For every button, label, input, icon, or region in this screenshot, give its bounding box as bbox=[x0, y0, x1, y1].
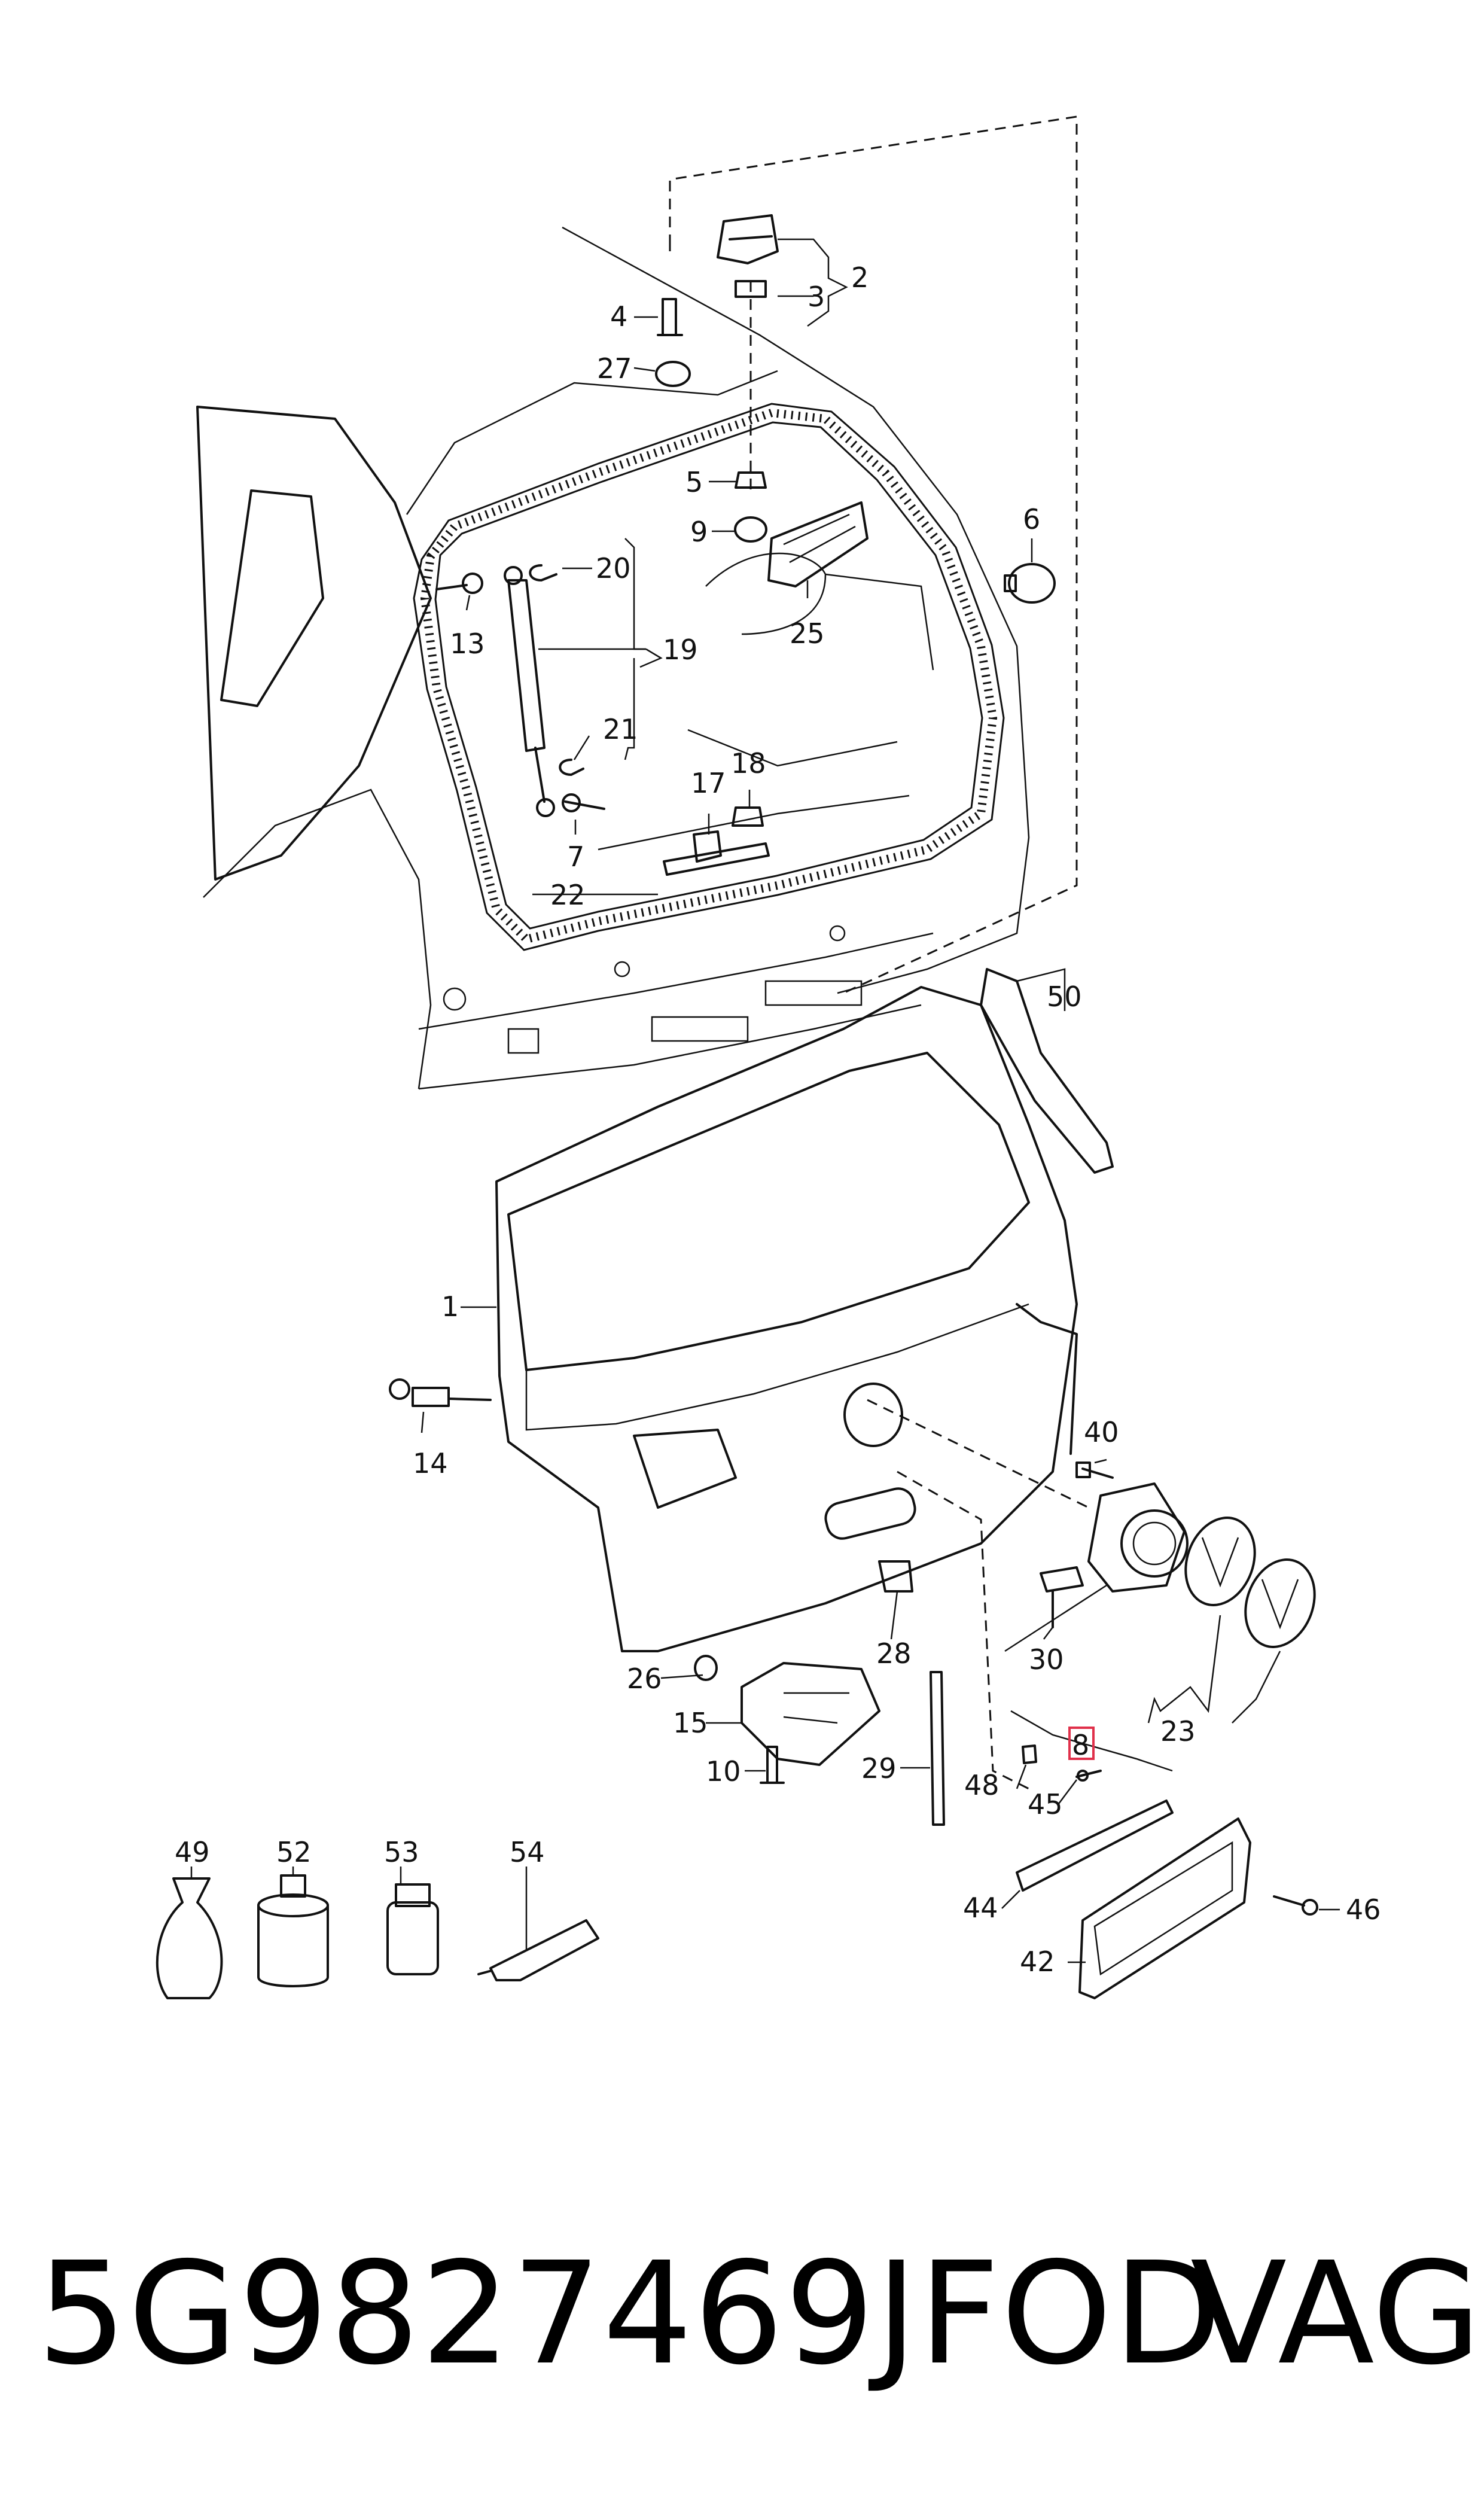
clip-48 bbox=[1022, 1744, 1037, 1764]
callout-44: 44 bbox=[963, 1892, 998, 1924]
callout-1: 1 bbox=[441, 1290, 459, 1323]
callout-21: 21 bbox=[603, 713, 638, 745]
callout-9: 9 bbox=[690, 516, 708, 548]
tailgate bbox=[495, 986, 1078, 1652]
callout-7: 7 bbox=[567, 841, 584, 873]
callout-27: 27 bbox=[597, 352, 632, 385]
buffer-6 bbox=[1004, 563, 1056, 604]
consumable-53 bbox=[386, 1883, 439, 1975]
exploded-parts-diagram: 1 2 3 4 5 6 7 8 9 10 13 14 15 17 18 19 2… bbox=[156, 115, 1381, 1999]
highlight-box bbox=[1068, 1727, 1095, 1760]
clip-20 bbox=[529, 564, 557, 581]
callout-23: 23 bbox=[1160, 1715, 1196, 1747]
callout-10: 10 bbox=[706, 1755, 741, 1788]
callout-2: 2 bbox=[851, 261, 869, 294]
callout-30: 30 bbox=[1029, 1643, 1064, 1676]
gas-strut bbox=[504, 566, 555, 817]
spoiler bbox=[980, 968, 1114, 1174]
callout-49: 49 bbox=[175, 1836, 210, 1868]
assembly-leader-lines bbox=[669, 115, 1089, 1790]
pin-45 bbox=[1075, 1770, 1102, 1782]
callout-25: 25 bbox=[790, 617, 825, 650]
licence-plate-base-42 bbox=[1078, 1817, 1251, 1999]
tailgate-lock bbox=[741, 1662, 880, 1766]
buffer-28 bbox=[878, 1560, 913, 1593]
brand-label: VAG bbox=[1190, 2231, 1482, 2396]
consumable-52 bbox=[257, 1874, 329, 1987]
callout-54: 54 bbox=[510, 1836, 545, 1868]
ball-stud-14 bbox=[389, 1378, 492, 1407]
vehicle-body-outline bbox=[196, 226, 1030, 1090]
trim-strip-44 bbox=[1016, 1800, 1174, 1892]
clip-21 bbox=[559, 759, 584, 776]
screw-40 bbox=[1075, 1462, 1114, 1479]
callout-15: 15 bbox=[673, 1707, 708, 1739]
callout-14: 14 bbox=[413, 1447, 448, 1479]
screw-10 bbox=[760, 1746, 785, 1784]
bolt-4 bbox=[657, 298, 683, 336]
callout-28: 28 bbox=[876, 1637, 912, 1670]
part-number: 5G9827469JFOD bbox=[37, 2231, 1223, 2396]
consumable-49 bbox=[156, 1877, 223, 1999]
cable-harness bbox=[767, 501, 869, 587]
nut-5 bbox=[735, 471, 767, 489]
ball-stud-7 bbox=[562, 793, 605, 812]
hinge bbox=[717, 214, 779, 298]
callout-40: 40 bbox=[1084, 1416, 1119, 1448]
callout-46: 46 bbox=[1346, 1893, 1381, 1926]
ball-stud-13 bbox=[435, 573, 483, 594]
tailgate-seal bbox=[413, 403, 1005, 951]
callout-18: 18 bbox=[731, 747, 766, 780]
callout-26: 26 bbox=[627, 1663, 662, 1695]
grommet-26 bbox=[694, 1655, 718, 1681]
callout-4: 4 bbox=[610, 300, 627, 333]
bolt-46 bbox=[1273, 1895, 1318, 1916]
callout-6: 6 bbox=[1023, 503, 1040, 535]
grommet-27 bbox=[655, 361, 691, 387]
callout-labels: 1 2 3 4 5 6 7 8 9 10 13 14 15 17 18 19 2… bbox=[175, 261, 1381, 1978]
callout-8: 8 bbox=[1072, 1729, 1089, 1761]
callout-50: 50 bbox=[1047, 981, 1082, 1013]
callout-19: 19 bbox=[663, 634, 698, 666]
callout-13: 13 bbox=[450, 628, 485, 660]
callout-53: 53 bbox=[384, 1836, 419, 1868]
emblem-23-a bbox=[1184, 1517, 1256, 1606]
rod-29 bbox=[930, 1671, 945, 1826]
nut-9 bbox=[734, 516, 767, 543]
callout-29: 29 bbox=[861, 1752, 897, 1785]
callout-45: 45 bbox=[1028, 1788, 1063, 1820]
callout-48: 48 bbox=[964, 1769, 1000, 1801]
callout-3: 3 bbox=[807, 281, 825, 313]
emblem-23-b bbox=[1244, 1558, 1316, 1648]
callout-5: 5 bbox=[685, 466, 703, 498]
callout-22: 22 bbox=[550, 879, 586, 911]
connector-30 bbox=[1040, 1566, 1084, 1628]
nut-18 bbox=[732, 806, 764, 827]
callout-leaders bbox=[190, 238, 1340, 1963]
callout-42: 42 bbox=[1020, 1945, 1055, 1978]
callout-20: 20 bbox=[596, 552, 631, 584]
rear-camera-handle bbox=[1087, 1482, 1189, 1593]
striker-17 bbox=[663, 830, 770, 876]
consumable-54 bbox=[477, 1919, 599, 1981]
callout-17: 17 bbox=[691, 767, 726, 799]
callout-52: 52 bbox=[276, 1836, 312, 1868]
